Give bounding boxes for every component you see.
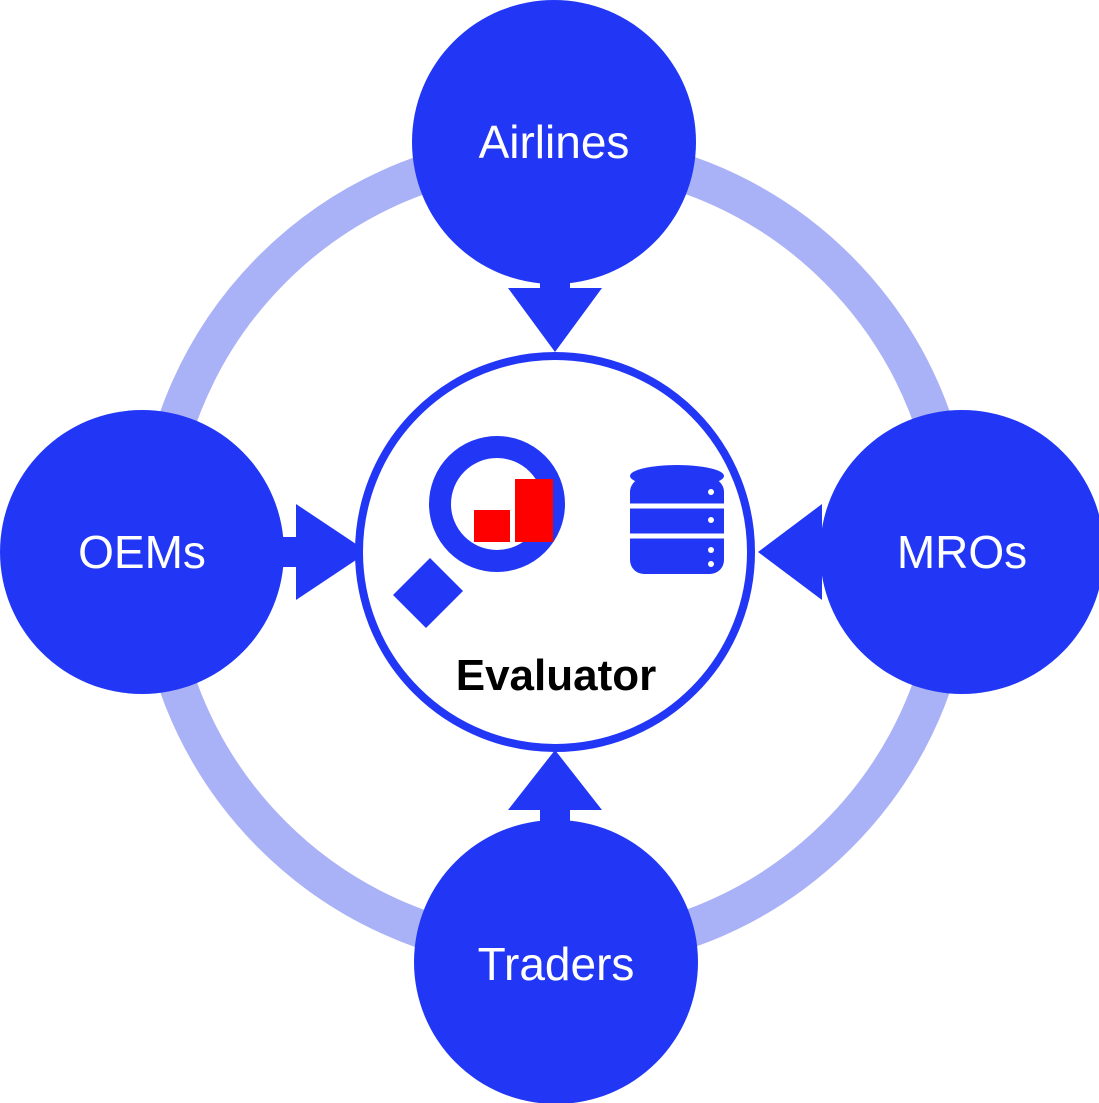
magnifier-chart-icon xyxy=(393,436,565,628)
node-mros: MROs xyxy=(820,410,1099,694)
node-oems-label: OEMs xyxy=(78,526,206,578)
node-traders-label: Traders xyxy=(478,938,635,990)
evaluator-label: Evaluator xyxy=(456,651,657,700)
node-mros-label: MROs xyxy=(897,526,1027,578)
node-airlines-label: Airlines xyxy=(479,116,630,168)
node-oems: OEMs xyxy=(0,410,284,694)
evaluator-node: Evaluator xyxy=(355,352,755,752)
node-traders: Traders xyxy=(414,820,698,1103)
database-icon xyxy=(630,465,724,574)
node-airlines: Airlines xyxy=(412,0,696,284)
